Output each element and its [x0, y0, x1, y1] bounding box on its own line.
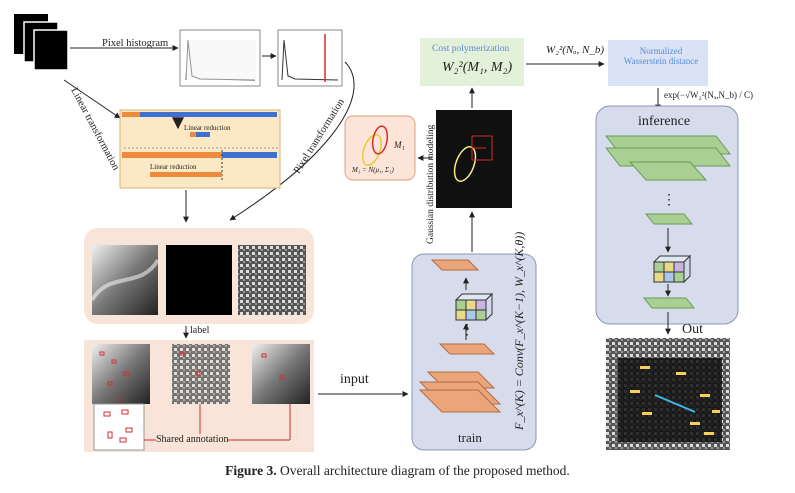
- m1-distribution-box: [344, 115, 416, 181]
- wasserstein-formula: W₂²(Nₐ, N_b): [546, 44, 605, 56]
- gaussian-image: [436, 110, 512, 208]
- train-label: train: [458, 430, 482, 445]
- exp-formula: exp(−√W₂²(Nₐ,N_b) / C): [664, 90, 754, 100]
- caption-text: Overall architecture diagram of the prop…: [276, 463, 570, 478]
- gaussian-modeling-label: Gaussian distribution modeling: [426, 124, 436, 244]
- train-cube: [454, 292, 494, 322]
- input-label: input: [340, 372, 369, 387]
- shared-annotation-label: Shared annotation: [156, 434, 229, 445]
- figure-caption: Figure 3. Overall architecture diagram o…: [0, 463, 795, 479]
- linear-reduction-label-2: Linear reduction: [150, 163, 197, 171]
- cost-polymerization-box: [420, 38, 524, 86]
- histogram-2: [277, 29, 343, 87]
- shared-annotation-box: [93, 403, 145, 451]
- inference-layers: [604, 135, 732, 309]
- normalized-wasserstein-label: Normalized Wasserstein distance: [623, 46, 699, 66]
- inference-cube: [652, 254, 692, 284]
- pixel-histogram-label: Pixel histogram: [102, 38, 169, 49]
- inference-ellipsis: ⋮: [662, 193, 676, 208]
- train-layers: [418, 259, 502, 413]
- caption-label: Figure 3.: [225, 463, 277, 478]
- inference-label: inference: [638, 114, 691, 129]
- out-label: Out: [682, 322, 703, 337]
- conv-formula: F_x^(K) = Conv(F_x^(K−1), W_x^(K,θ)): [512, 231, 526, 430]
- normalized-wasserstein-box: [608, 40, 708, 86]
- histogram-1: [179, 29, 261, 87]
- linear-reduction-panel: [119, 109, 281, 189]
- m1-formula: M₁ = N(μ₁, Σ₁): [352, 166, 394, 174]
- linear-reduction-label-1: Linear reduction: [184, 124, 231, 132]
- train-ellipsis: ⋮: [460, 323, 474, 338]
- label-label: label: [190, 325, 210, 336]
- cost-polymerization-label: Cost polymerization: [432, 44, 510, 54]
- raw-image-stack: [14, 14, 69, 71]
- cost-formula: W₂²(M₁, M₂): [442, 60, 513, 75]
- m1-label: M₁: [394, 140, 405, 150]
